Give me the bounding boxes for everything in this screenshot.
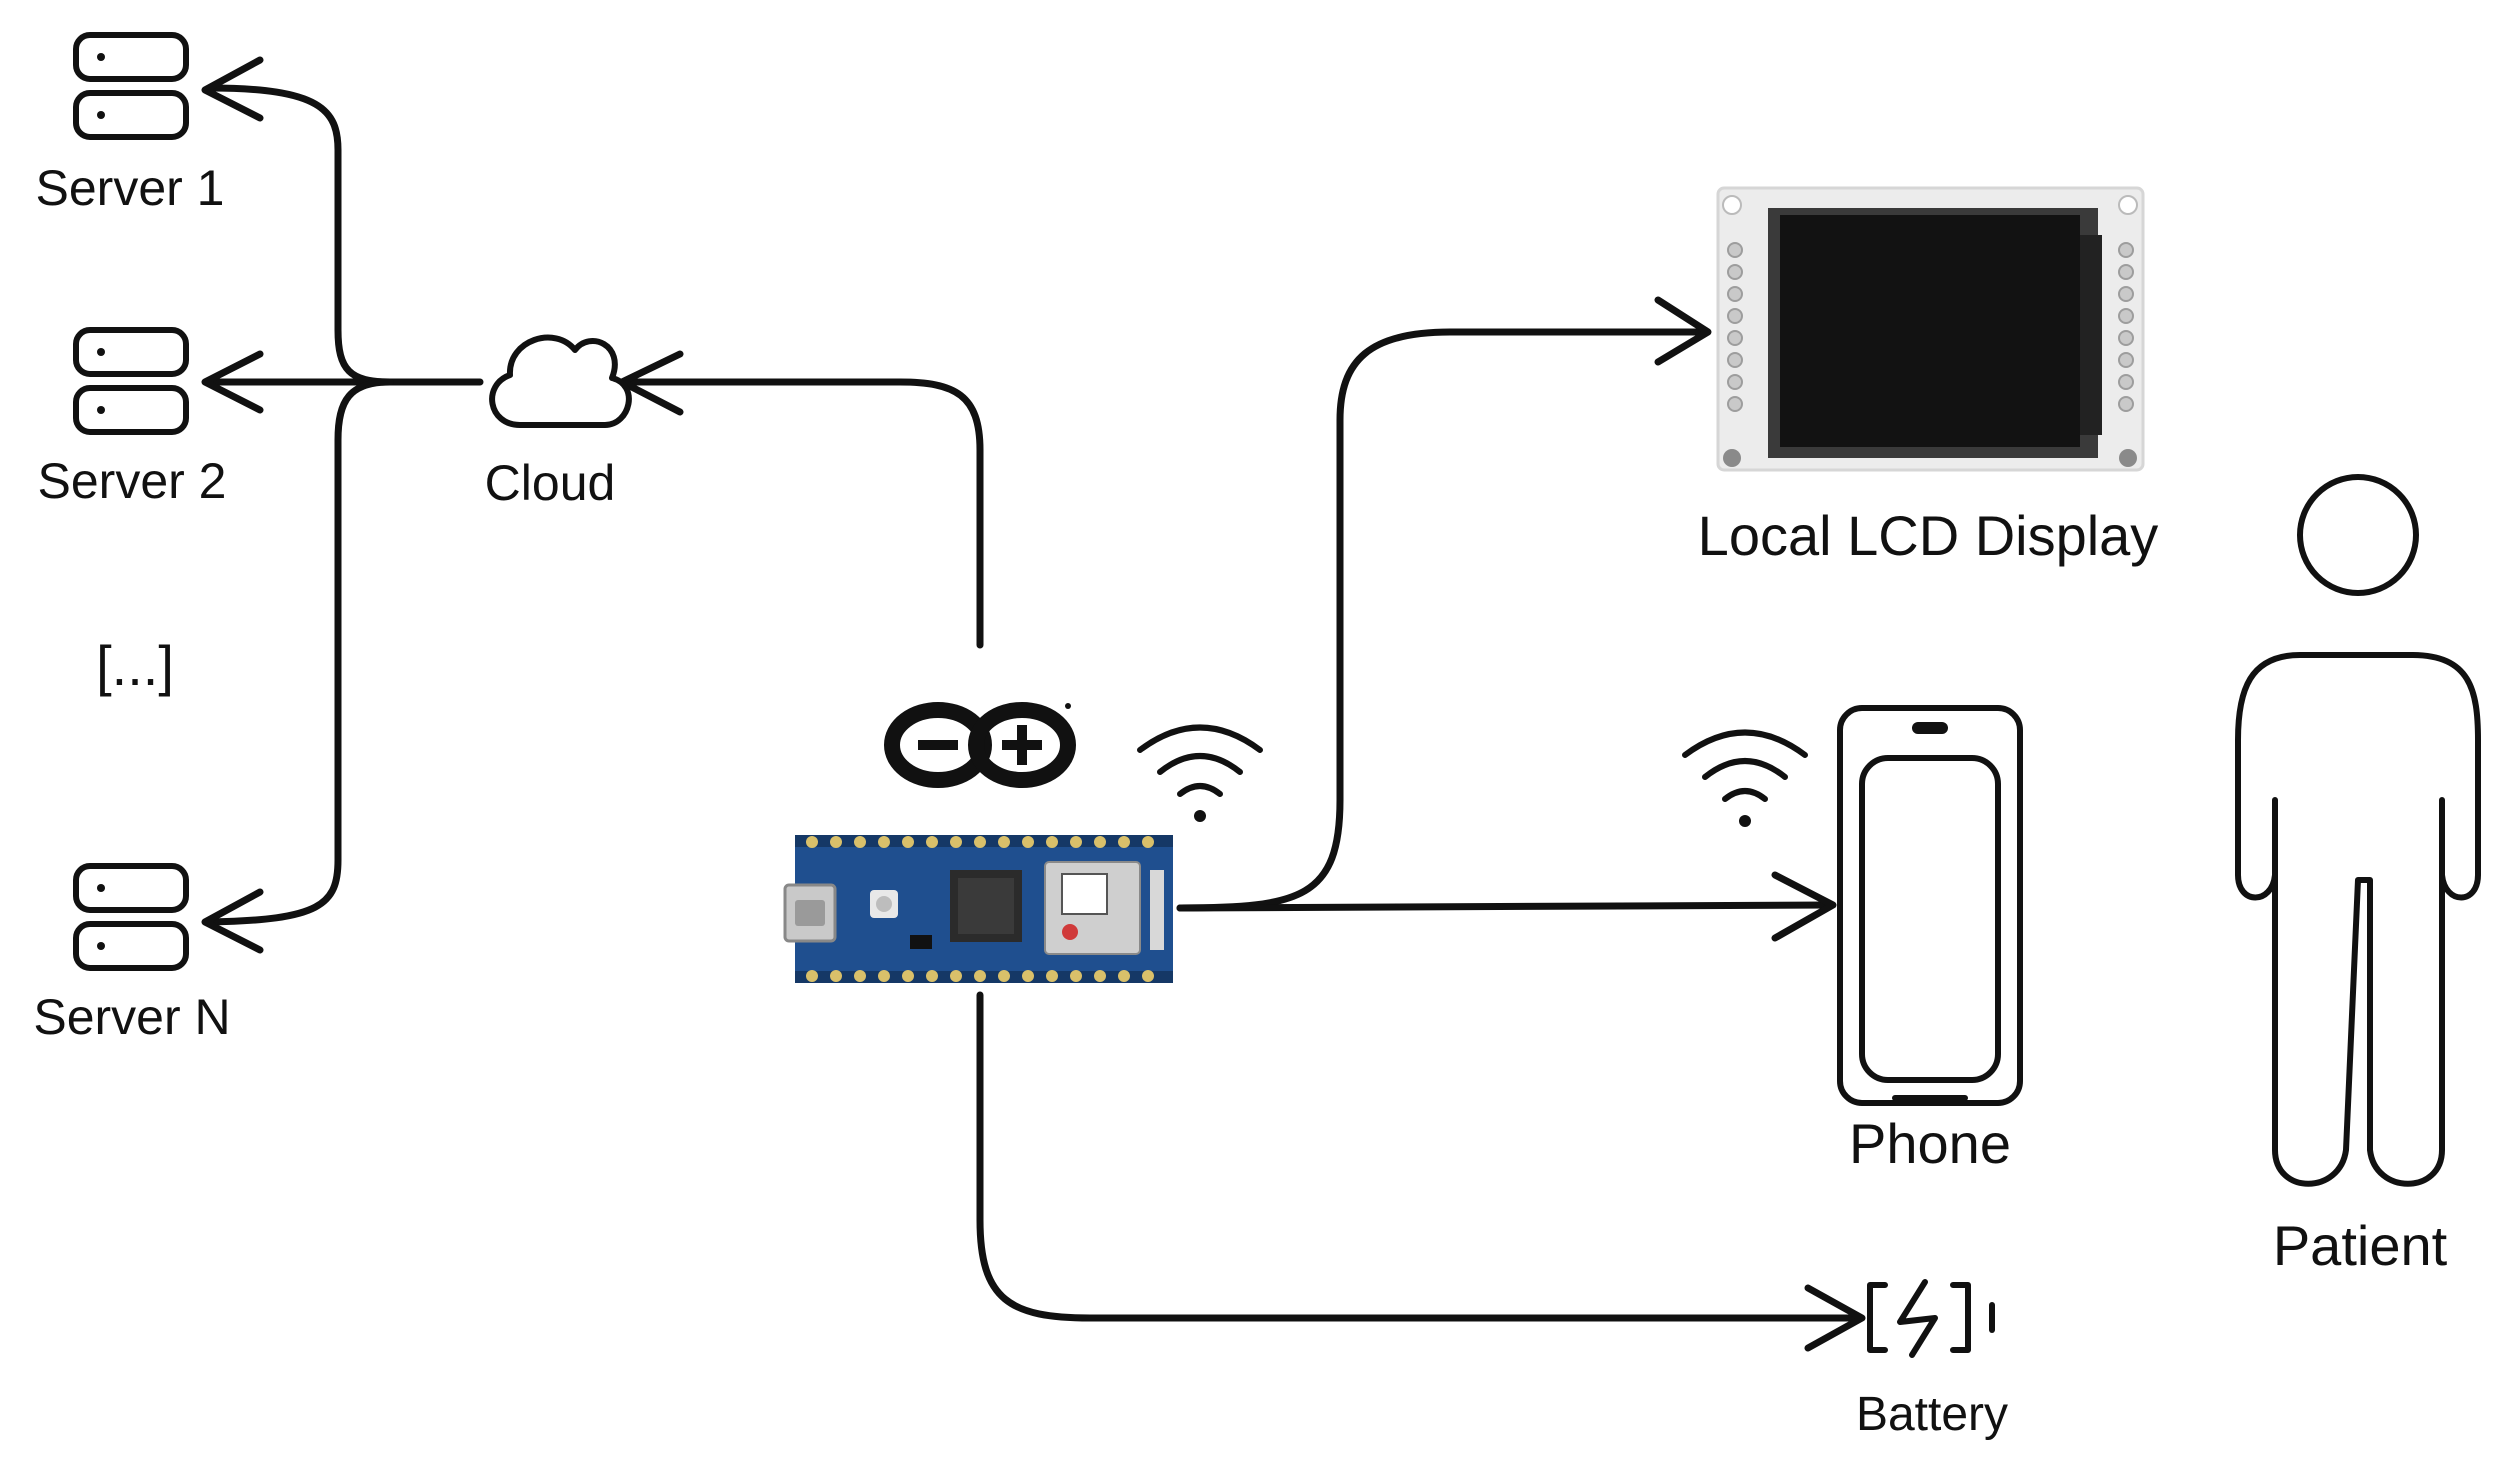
wifi-icon	[1140, 728, 1260, 823]
patient-node: Patient	[2235, 474, 2481, 1277]
smartphone-icon	[1837, 705, 2023, 1106]
board-to-phone-link	[1176, 901, 1834, 912]
battery-charging-icon	[1867, 1279, 1995, 1358]
cloud-to-servers-link	[206, 84, 484, 386]
arrow-battery	[1804, 1284, 1866, 1352]
arduino-infinity-logo	[884, 702, 1076, 788]
server-n-label: Server N	[33, 989, 230, 1045]
connectors	[201, 56, 1866, 1352]
board-to-lcd-link	[1176, 328, 1709, 912]
server-ellipsis-label: [...]	[96, 634, 174, 697]
arrow-server-2	[201, 350, 264, 414]
cloud-label: Cloud	[485, 455, 616, 511]
arrow-lcd	[1654, 296, 1712, 366]
arrow-server-n	[201, 888, 264, 954]
server-2-label: Server 2	[38, 453, 227, 509]
cloud-icon	[489, 334, 632, 428]
lcd-display-module: Local LCD Display	[1698, 186, 2159, 567]
phone-node: Phone	[1837, 705, 2023, 1175]
link-server-n	[206, 378, 394, 926]
server-icon	[76, 35, 186, 137]
server-icon	[76, 866, 186, 968]
cloud-node: Cloud	[485, 334, 632, 511]
person-icon	[2235, 474, 2481, 1187]
wifi-icon	[1685, 733, 1805, 828]
board-to-battery-link	[976, 991, 1864, 1322]
patient-label: Patient	[2273, 1214, 2448, 1277]
board-to-cloud-link	[621, 378, 984, 649]
lcd-label: Local LCD Display	[1698, 504, 2159, 567]
arrow-server-1	[201, 56, 264, 122]
phone-label: Phone	[1849, 1112, 2011, 1175]
server-n: Server N	[33, 866, 231, 1045]
server-icon	[76, 330, 186, 432]
server-1-label: Server 1	[36, 160, 225, 216]
arduino-nano-board	[783, 835, 1173, 983]
arrow-phone	[1771, 871, 1837, 942]
server-1: Server 1	[36, 35, 225, 216]
server-2: Server 2	[38, 330, 227, 509]
battery-node: Battery	[1856, 1279, 2008, 1441]
battery-label: Battery	[1856, 1388, 2008, 1441]
